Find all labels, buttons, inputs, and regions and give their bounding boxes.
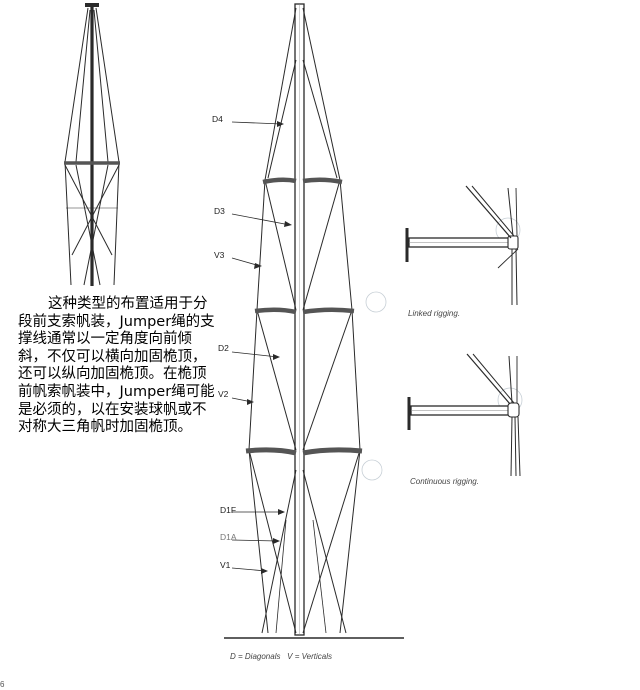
scan-artifacts [361,217,523,481]
caption-continuous-rigging: Continuous rigging. [410,477,479,486]
main-mast-illustration [224,3,404,639]
caption-legend: D = Diagonals V = Verticals [230,652,332,661]
label-v1: V1 [220,560,231,570]
label-d4: D4 [212,114,223,124]
continuous-rigging-detail [407,353,521,477]
label-v3: V3 [214,250,225,260]
corner-mark: 6 [0,680,5,689]
label-d3: D3 [214,206,225,216]
linked-rigging-detail [405,185,519,306]
description-paragraph: 这种类型的布置适用于分段前支索帆装，Jumper绳的支撑线通常以一定角度向前倾斜… [18,296,218,437]
description-text: 这种类型的布置适用于分段前支索帆装，Jumper绳的支撑线通常以一定角度向前倾斜… [18,296,215,436]
jumper-mast-illustration [64,3,120,286]
caption-linked-rigging: Linked rigging. [408,309,461,318]
label-d1f: D1F [220,505,237,515]
label-d2: D2 [218,343,229,353]
label-v2: V2 [218,389,229,399]
label-d1a: D1A [220,532,237,542]
